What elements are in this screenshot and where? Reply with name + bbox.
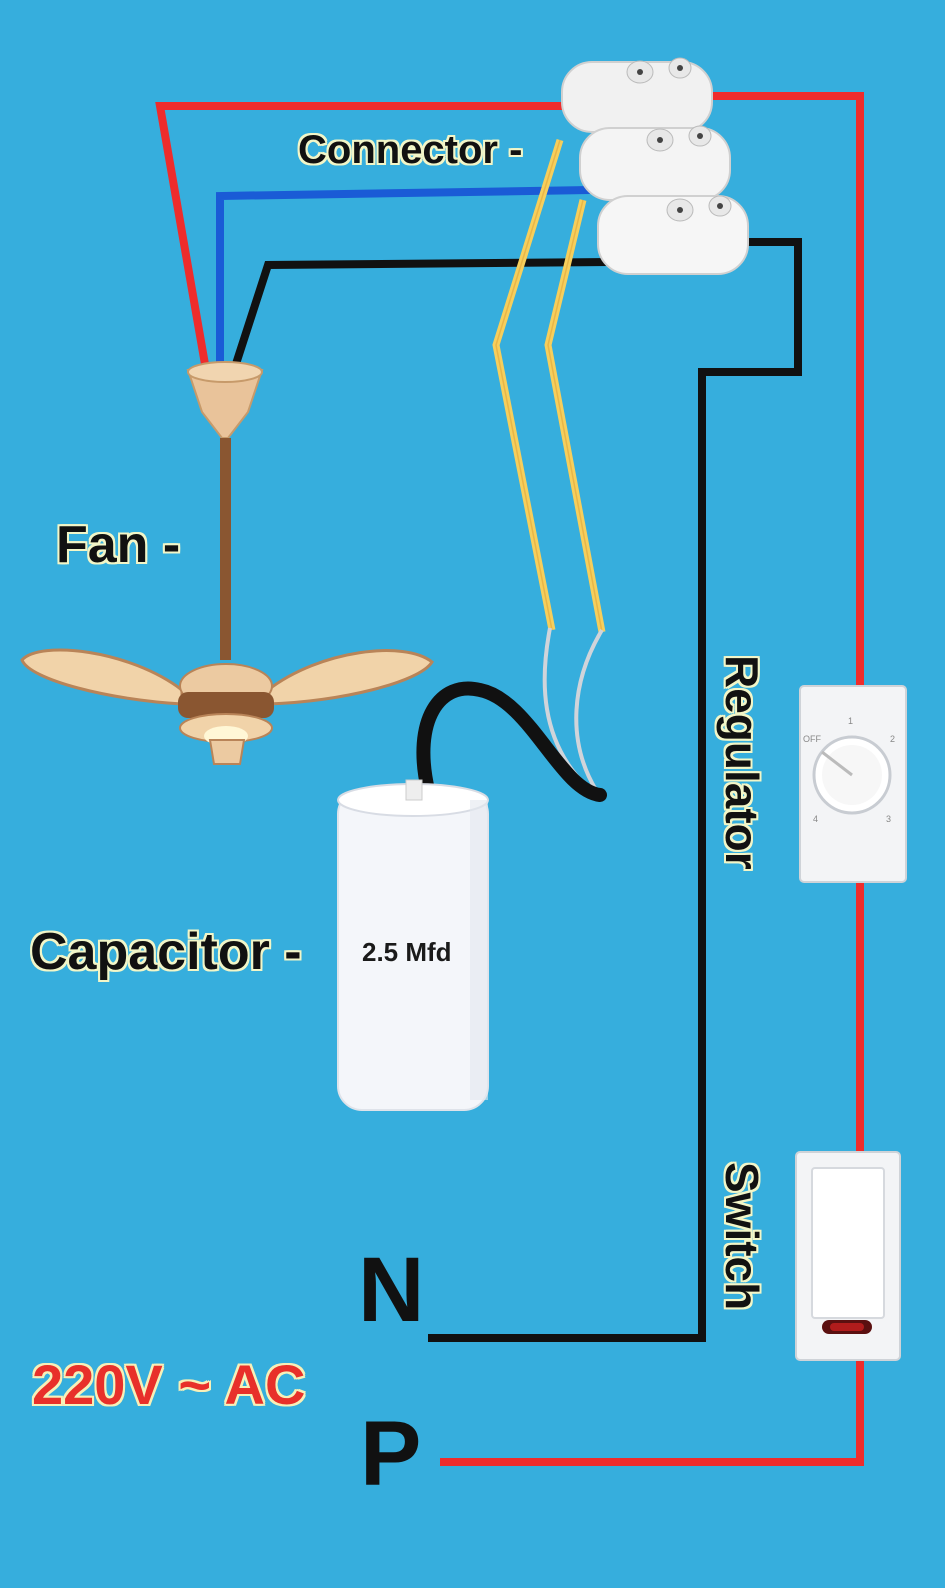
ceiling-fan-icon	[20, 361, 434, 765]
neutral-wire-fan	[230, 258, 611, 372]
phase-wire-supply	[700, 92, 864, 690]
regulator-label: Regulator	[716, 655, 768, 870]
switch-label: Switch	[716, 1162, 768, 1311]
capacitor-label: Capacitor -	[30, 923, 302, 981]
capacitor-rating: 2.5 Mfd	[362, 937, 452, 967]
supply-voltage-label: 220V ~ AC	[32, 1353, 306, 1416]
connector-label: Connector -	[298, 128, 523, 172]
fan-blue-lead	[216, 186, 591, 370]
bare-wire-2	[574, 628, 604, 792]
dial-pos-2: 2	[890, 734, 895, 744]
neutral-label: N	[358, 1239, 425, 1341]
phase-wire-fan	[155, 102, 575, 371]
phase-label: P	[360, 1403, 422, 1505]
dial-pos-4: 4	[813, 814, 818, 824]
capacitor-lead-1	[492, 138, 564, 631]
dial-off-label: OFF	[803, 734, 821, 744]
regulator-icon: OFF 1 2 3 4	[799, 685, 907, 883]
switch-icon	[795, 1151, 901, 1361]
dial-pos-3: 3	[886, 814, 891, 824]
phase-wire-to-p	[440, 1360, 864, 1466]
dial-pos-1: 1	[848, 716, 853, 726]
fan-label: Fan -	[56, 516, 181, 574]
terminal-connector-icon	[561, 57, 749, 275]
capacitor-icon	[337, 779, 489, 1111]
neutral-wire-supply	[428, 238, 802, 1342]
capacitor-cable	[416, 681, 607, 802]
